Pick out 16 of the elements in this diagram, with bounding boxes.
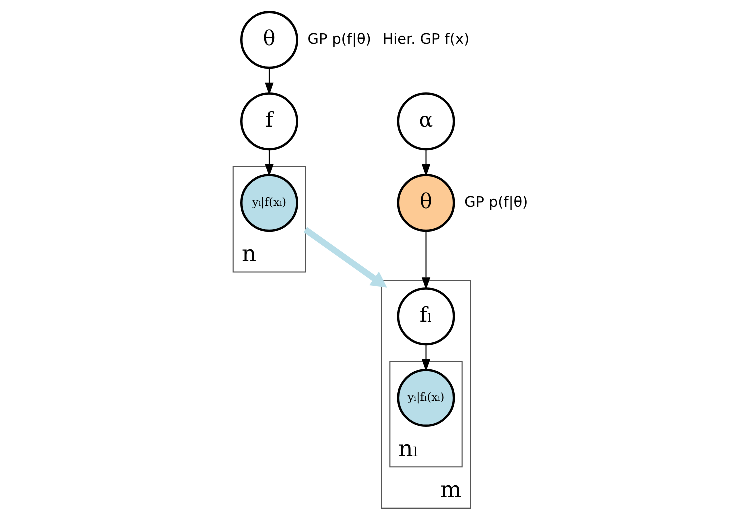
arrow — [264, 68, 274, 96]
node-circle: yᵢ|f(xᵢ) — [240, 174, 298, 232]
node-circle: f — [240, 92, 298, 151]
arrow — [421, 231, 430, 290]
node-circle: α — [396, 92, 455, 151]
node-label: Hier. GP f(x) — [382, 32, 470, 48]
node-label: GP p(f|θ) — [307, 32, 371, 48]
node-circle: θ — [396, 174, 455, 232]
node-circle: yᵢ|fₗ(xᵢ) — [396, 369, 455, 428]
arrow — [421, 150, 430, 177]
arrow — [303, 227, 387, 288]
arrow — [421, 344, 430, 372]
node-circle: fₗ — [396, 288, 455, 346]
arrow — [264, 150, 274, 177]
node-label: GP p(f|θ) — [464, 194, 528, 211]
node-circle: θ — [240, 11, 298, 70]
